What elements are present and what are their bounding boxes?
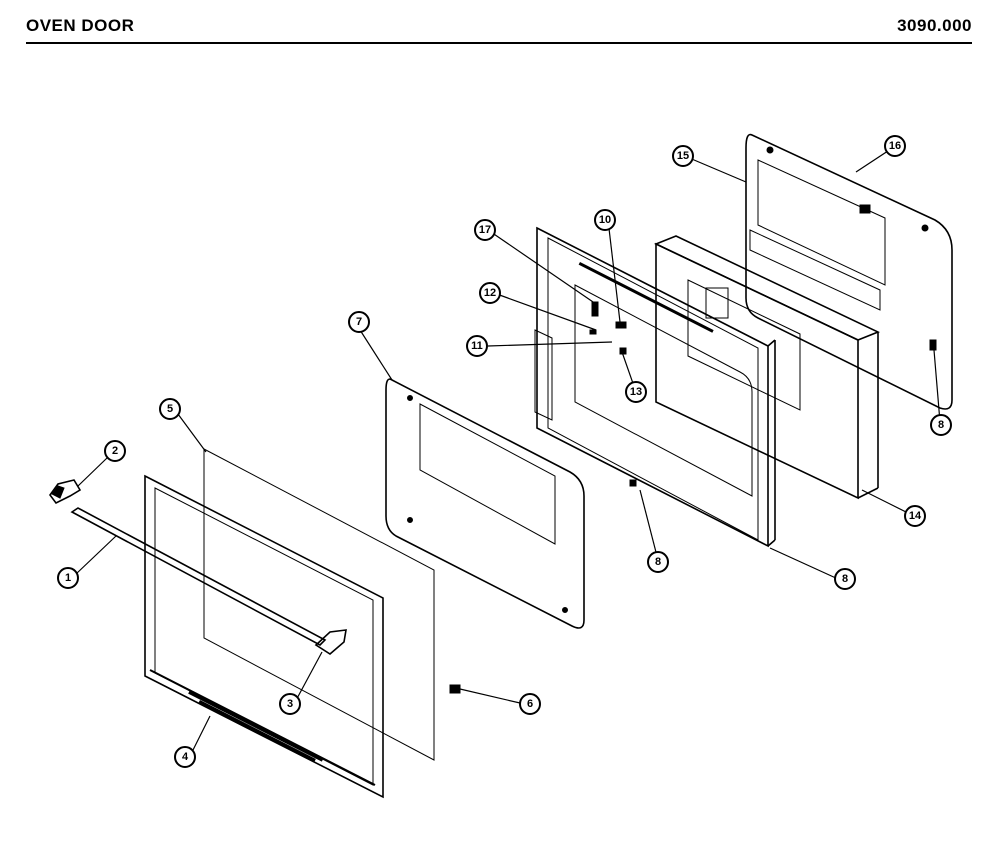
part-14-inner-box [654, 235, 880, 500]
callout-12: 12 [479, 282, 501, 304]
callout-8-liner: 8 [834, 568, 856, 590]
callout-11: 11 [466, 335, 488, 357]
svg-text:7: 7 [356, 316, 362, 328]
callout-10: 10 [594, 209, 616, 231]
part-6-screw [449, 684, 461, 694]
callout-8-lower: 8 [647, 551, 669, 573]
svg-text:8: 8 [938, 419, 944, 431]
callout-17: 17 [474, 219, 496, 241]
page-header: OVEN DOOR 3090.000 [26, 14, 972, 44]
svg-text:8: 8 [655, 556, 661, 568]
page-title: OVEN DOOR [26, 16, 135, 35]
callout-6: 6 [519, 693, 541, 715]
callout-15: 15 [672, 145, 694, 167]
part-1-handle-bar [70, 507, 327, 646]
svg-text:14: 14 [909, 510, 922, 522]
part-7-insulation-panel [385, 378, 585, 629]
leader-lines [75, 146, 941, 757]
svg-text:6: 6 [527, 698, 533, 710]
svg-text:1: 1 [65, 572, 71, 584]
svg-text:10: 10 [599, 214, 611, 226]
part-2-end-cap [49, 479, 82, 505]
callout-5: 5 [159, 398, 181, 420]
part-4-door-frame [144, 474, 384, 799]
callout-3: 3 [279, 693, 301, 715]
part-16-back-panel [745, 133, 953, 410]
svg-text:2: 2 [112, 445, 118, 457]
callout-1: 1 [57, 567, 79, 589]
callout-8-back: 8 [930, 414, 952, 436]
callout-16: 16 [884, 135, 906, 157]
svg-text:12: 12 [484, 287, 496, 299]
svg-text:3: 3 [287, 698, 293, 710]
part-3-end-cap [314, 629, 347, 655]
svg-text:11: 11 [471, 340, 483, 352]
svg-text:5: 5 [167, 403, 173, 415]
callout-2: 2 [104, 440, 126, 462]
parts-10-13-fasteners [589, 301, 627, 355]
part-number: 3090.000 [897, 16, 972, 35]
callout-7: 7 [348, 311, 370, 333]
svg-text:17: 17 [479, 224, 491, 236]
callout-14: 14 [904, 505, 926, 527]
callout-4: 4 [174, 746, 196, 768]
callout-13: 13 [625, 381, 647, 403]
header-rule [26, 42, 972, 44]
svg-text:8: 8 [842, 573, 848, 585]
svg-text:15: 15 [677, 150, 689, 162]
svg-text:4: 4 [182, 751, 189, 763]
part-9-inner-liner [534, 226, 776, 548]
svg-text:13: 13 [630, 386, 642, 398]
svg-text:16: 16 [889, 140, 901, 152]
part-5-glass-panel [203, 448, 435, 761]
